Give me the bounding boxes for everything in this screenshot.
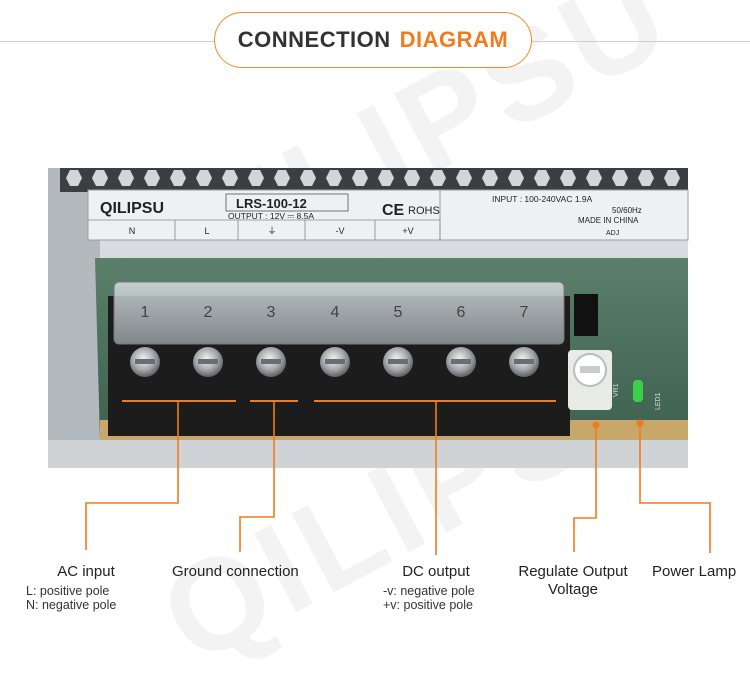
terminal-number-5: 5	[394, 304, 403, 321]
ce-mark: CE	[382, 202, 405, 219]
terminal-label-1: N	[129, 226, 136, 236]
led-body	[633, 380, 643, 402]
terminal-label-3: ⏚	[267, 226, 276, 236]
leader-dots	[592, 419, 644, 429]
callout-dc-output-line1: -v: negative pole	[383, 584, 475, 598]
terminal-number-1: 1	[141, 304, 150, 321]
origin-text: MADE IN CHINA	[578, 216, 639, 225]
terminal-cover	[113, 281, 565, 345]
terminal-number-3: 3	[267, 304, 276, 321]
leader-lamp	[639, 423, 711, 553]
terminal-number-7: 7	[520, 304, 529, 321]
rohs-text: ROHS	[408, 205, 440, 217]
title-accent: DIAGRAM	[399, 27, 509, 52]
frequency-text: 50/60Hz	[612, 206, 642, 215]
header-rule-right	[532, 41, 750, 42]
vr-label: VR1	[613, 383, 620, 397]
callout-ac-input-line2: N: negative pole	[26, 598, 117, 612]
callout-regulate-title-1: Regulate Output	[518, 563, 628, 580]
callout-ground-title: Ground connection	[172, 563, 299, 580]
output-text: OUTPUT : 12V ⎓ 8.5A	[228, 211, 314, 221]
led-label: LED1	[655, 392, 662, 410]
leader-ground	[239, 401, 275, 552]
grill-holes	[66, 170, 680, 186]
leader-lines	[85, 401, 711, 555]
terminal-screws	[130, 347, 539, 377]
terminal-number-2: 2	[204, 304, 213, 321]
callout-dc-output-title: DC output	[402, 563, 470, 580]
terminal-number-6: 6	[457, 304, 466, 321]
model-box	[225, 193, 349, 212]
title-dark: CONNECTION	[237, 27, 391, 52]
callout-power-lamp-title: Power Lamp	[652, 563, 737, 580]
brand-text: QILIPSU	[100, 200, 164, 217]
terminal-number-4: 4	[331, 304, 340, 321]
input-text: INPUT : 100-240VAC 1.9A	[492, 194, 593, 204]
power-supply-illustration: QILIPSU LRS-100-12 OUTPUT : 12V ⎓ 8.5A C…	[48, 168, 711, 555]
case-bottom	[48, 440, 688, 468]
terminal-label-6: +V	[402, 226, 413, 236]
terminal-label-4: -V	[336, 226, 345, 236]
terminal-numbers: 1 2 3 4 5 6 7	[141, 304, 529, 321]
top-grill	[60, 168, 688, 192]
adj-text: ADJ	[606, 230, 619, 237]
leader-regulate	[573, 425, 597, 552]
terminal-label-2: L	[204, 226, 209, 236]
header-rule-left	[0, 41, 214, 42]
transistor	[574, 294, 598, 336]
label-plate	[87, 189, 689, 241]
callout-regulate-title-2: Voltage	[547, 581, 599, 598]
callout-ac-input-title: AC input	[57, 563, 115, 580]
leader-ac	[85, 401, 179, 550]
callout-dc-output-line2: +v: positive pole	[383, 598, 473, 612]
callout-ac-input-line1: L: positive pole	[26, 584, 110, 598]
model-text: LRS-100-12	[236, 196, 307, 211]
terminal-labels: N L ⏚ -V +V	[129, 226, 414, 236]
page-title: CONNECTION DIAGRAM	[214, 12, 532, 68]
